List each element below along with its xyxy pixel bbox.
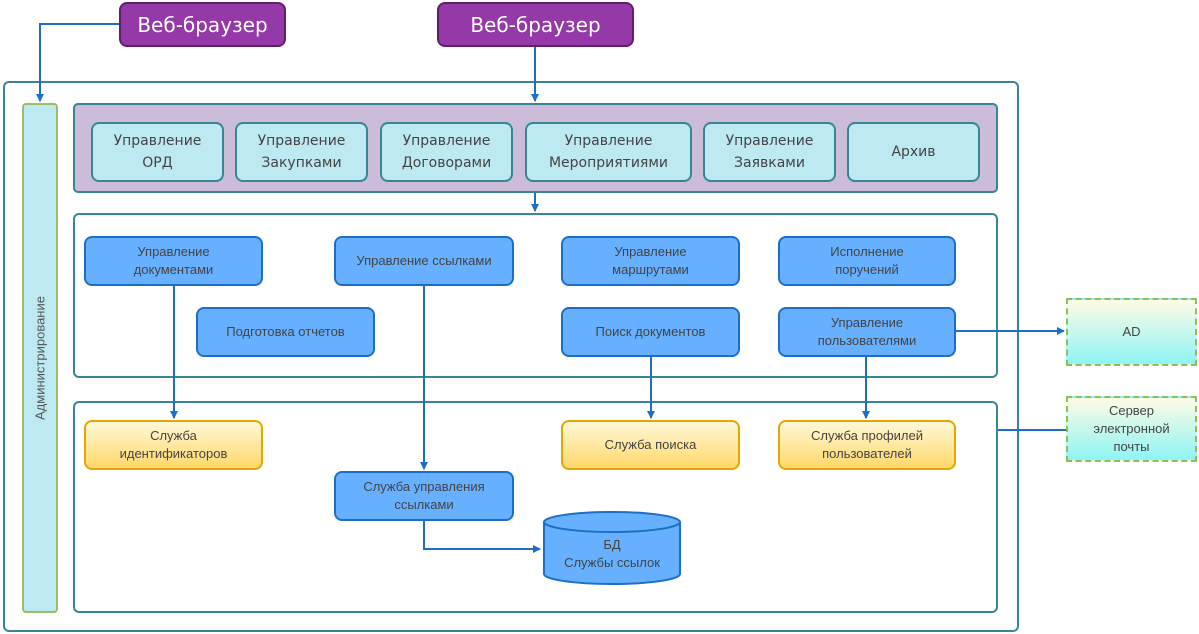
service-user-management[interactable]: Управление пользователями bbox=[778, 307, 956, 357]
external-mail-server[interactable]: Сервер электронной почты bbox=[1066, 396, 1197, 462]
module-contracts[interactable]: Управление Договорами bbox=[380, 122, 513, 182]
module-procurement[interactable]: Управление Закупками bbox=[235, 122, 368, 182]
web-browser-node-center[interactable]: Веб-браузер bbox=[437, 2, 634, 47]
service-document-search[interactable]: Поиск документов bbox=[561, 307, 740, 357]
service-report-preparation[interactable]: Подготовка отчетов bbox=[196, 307, 375, 357]
service-link-management[interactable]: Управление ссылками bbox=[334, 236, 514, 286]
module-archive[interactable]: Архив bbox=[847, 122, 980, 182]
administration-panel[interactable]: Администрирование bbox=[22, 103, 58, 613]
backend-user-profile-service[interactable]: Служба профилей пользователей bbox=[778, 420, 956, 470]
module-ord[interactable]: Управление ОРД bbox=[91, 122, 224, 182]
backend-search-service[interactable]: Служба поиска bbox=[561, 420, 740, 470]
external-ad[interactable]: AD bbox=[1066, 298, 1197, 366]
module-requests[interactable]: Управление Заявками bbox=[703, 122, 836, 182]
service-route-management[interactable]: Управление маршрутами bbox=[561, 236, 740, 286]
backend-link-management-service[interactable]: Служба управления ссылками bbox=[334, 471, 514, 521]
service-document-management[interactable]: Управление документами bbox=[84, 236, 263, 286]
module-events[interactable]: Управление Мероприятиями bbox=[525, 122, 692, 182]
database-label: БД Службы ссылок bbox=[564, 537, 660, 570]
backend-identifier-service[interactable]: Служба идентификаторов bbox=[84, 420, 263, 470]
database-cylinder-icon[interactable] bbox=[542, 510, 682, 586]
administration-label: Администрирование bbox=[32, 296, 48, 420]
web-browser-node-left[interactable]: Веб-браузер bbox=[119, 2, 286, 47]
service-task-execution[interactable]: Исполнение поручений bbox=[778, 236, 956, 286]
